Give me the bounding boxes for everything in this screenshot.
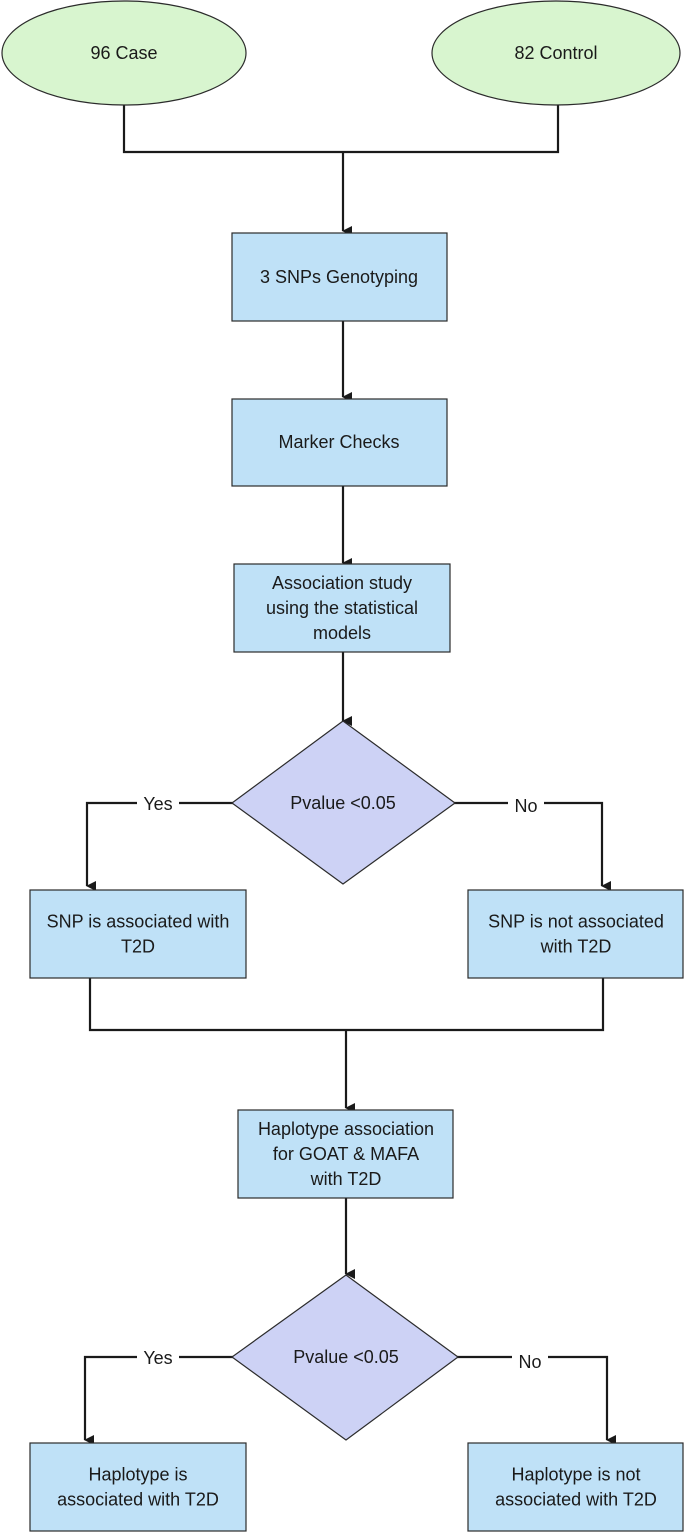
haplotype-not-associated-line: associated with T2D [495, 1490, 657, 1510]
association-study-box [233, 563, 451, 653]
process-association-study: Association study using the statistical mo… [233, 563, 451, 653]
control-ellipse [431, 0, 681, 106]
terminal-case: 96 Case [1, 0, 247, 106]
decision-1-label: Pvalue <0.05 [290, 793, 396, 813]
edge-decision-1-yes [85, 801, 233, 891]
haplotype-associated-line: Haplotype is [88, 1465, 187, 1485]
connectors [83, 105, 616, 1445]
edge-decision-2-yes [83, 1355, 235, 1445]
decision-2-yes-label: Yes [143, 1348, 172, 1368]
decision-2-no-label: No [518, 1352, 541, 1372]
edge-decision-2-no [457, 1355, 616, 1445]
snp-not-associated-line: SNP is not associated [488, 912, 664, 932]
association-study-label: Association study using the statistical mo… [266, 573, 418, 643]
genotyping-line: 3 SNPs Genotyping [260, 267, 418, 287]
edge-snp-not-associated-to-merge [346, 978, 605, 1032]
haplotype-not-associated-line: Haplotype is not [511, 1465, 640, 1485]
decision-2-line: Pvalue <0.05 [293, 1347, 399, 1367]
decision-2-diamond [230, 1274, 460, 1441]
process-marker-checks: Marker Checks [231, 398, 448, 487]
case-line: 96 Case [90, 43, 157, 63]
process-haplotype-association: Haplotype association for GOAT & MAFA with… [237, 1109, 454, 1199]
association-study-line: models [313, 623, 371, 643]
process-snp-not-associated: SNP is not associated with T2D [467, 889, 684, 979]
snp-associated-box [29, 889, 247, 979]
decision-1-yes-label: Yes [143, 794, 172, 814]
decision-1-diamond [230, 720, 457, 885]
haplotype-associated-line: associated with T2D [57, 1490, 219, 1510]
process-haplotype-not-associated: Haplotype is not associated with T2D [467, 1442, 684, 1532]
decision-1: Pvalue <0.05 [230, 720, 457, 885]
marker-checks-line: Marker Checks [278, 432, 399, 452]
case-label: 96 Case [90, 43, 157, 63]
edge-decision-1-no [453, 801, 611, 891]
edge-snp-associated-to-merge [88, 978, 346, 1032]
control-label: 82 Control [514, 43, 597, 63]
haplotype-associated-label: Haplotype is associated with T2D [57, 1465, 219, 1510]
haplotype-association-line: with T2D [310, 1169, 382, 1189]
haplotype-association-line: for GOAT & MAFA [273, 1144, 419, 1164]
snp-not-associated-line: with T2D [540, 937, 612, 957]
snp-not-associated-label: SNP is not associated with T2D [488, 912, 664, 957]
marker-checks-label: Marker Checks [278, 432, 399, 452]
genotyping-box [231, 232, 448, 322]
association-study-line: Association study [272, 573, 412, 593]
haplotype-association-label: Haplotype association for GOAT & MAFA with… [258, 1119, 434, 1189]
process-genotyping: 3 SNPs Genotyping [231, 232, 448, 322]
decision-1-no-label: No [514, 796, 537, 816]
control-line: 82 Control [514, 43, 597, 63]
marker-checks-box [231, 398, 448, 487]
snp-associated-line: T2D [121, 937, 155, 957]
haplotype-associated-box [29, 1442, 247, 1532]
genotyping-label: 3 SNPs Genotyping [260, 267, 418, 287]
snp-not-associated-box [467, 889, 684, 979]
edge-control-to-merge [343, 105, 560, 154]
decision-2-label: Pvalue <0.05 [293, 1347, 399, 1367]
decision-2: Pvalue <0.05 [230, 1274, 460, 1441]
process-haplotype-associated: Haplotype is associated with T2D [29, 1442, 247, 1532]
haplotype-not-associated-box [467, 1442, 684, 1532]
case-ellipse [1, 0, 247, 106]
haplotype-association-line: Haplotype association [258, 1119, 434, 1139]
edge-case-to-merge [122, 105, 343, 154]
decision-1-line: Pvalue <0.05 [290, 793, 396, 813]
edge-labels: Yes No Yes No [137, 791, 548, 1372]
haplotype-not-associated-label: Haplotype is not associated with T2D [495, 1465, 657, 1510]
snp-associated-line: SNP is associated with [47, 912, 230, 932]
haplotype-association-box [237, 1109, 454, 1199]
terminal-control: 82 Control [431, 0, 681, 106]
association-study-line: using the statistical [266, 598, 418, 618]
